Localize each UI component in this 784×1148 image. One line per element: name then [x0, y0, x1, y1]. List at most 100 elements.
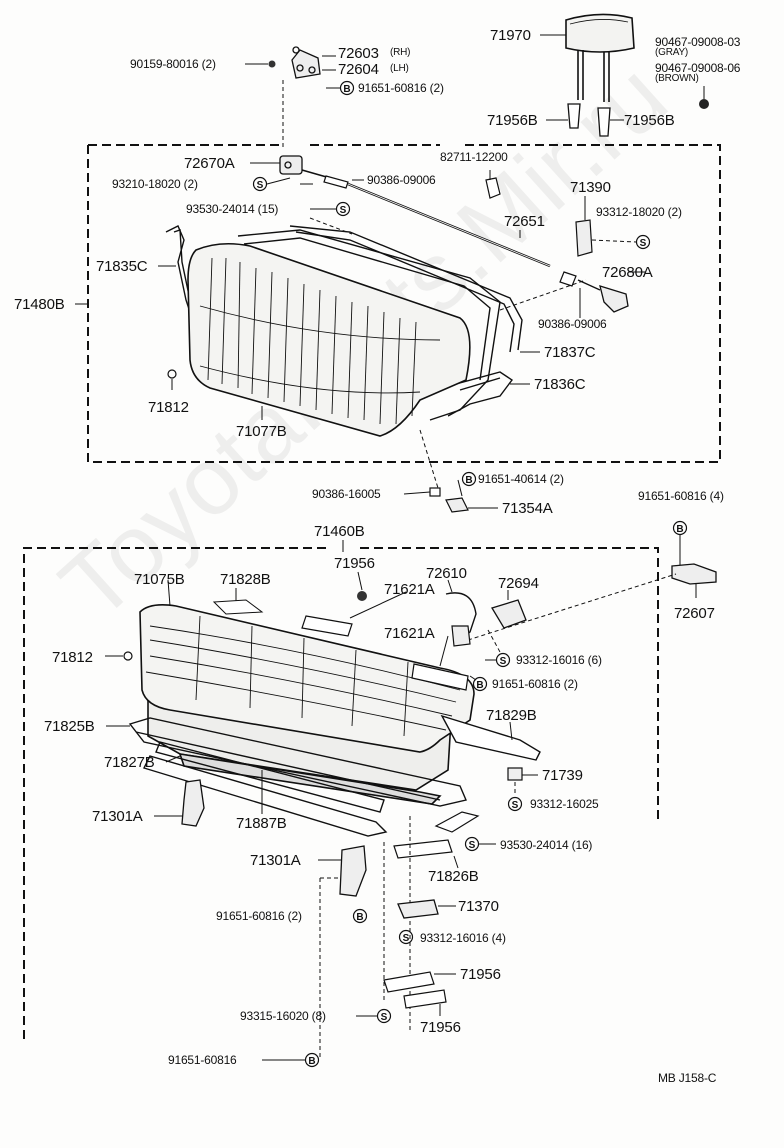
label-bolt-bottom: 91651-40614 (2) [478, 472, 564, 486]
stop-drawing [507, 767, 523, 781]
label-bracket-right: 71836C [534, 376, 586, 393]
label-hinge-rh: 72603 [338, 45, 379, 62]
screw-symbol [376, 1008, 392, 1024]
label-cover: 71077B [236, 423, 287, 440]
headrest-drawing [565, 13, 635, 102]
label-bolt-floor: 91651-60816 [168, 1053, 237, 1067]
label-link1: 71956 [460, 966, 501, 983]
label-frame-left: 71835C [96, 258, 148, 275]
screw-symbol [398, 929, 414, 945]
label-screw-trim: 93530-24014 (15) [186, 202, 279, 216]
label-screw-striker: 93312-18020 (2) [596, 205, 682, 219]
label-bolt-right: 91651-60816 (4) [638, 489, 724, 503]
bolt-symbol [461, 471, 477, 487]
pad-drawing [301, 615, 353, 637]
lock-right-drawing [599, 285, 629, 313]
label-bracket-bottom: 71354A [502, 500, 553, 517]
label-bush-gray: 90467-09008-03 [655, 35, 741, 49]
label-hinge-right: 72607 [674, 605, 715, 622]
label-screw-stop: 93312-16025 [530, 797, 599, 811]
label-headrest: 71970 [490, 27, 531, 44]
handle-drawing [445, 592, 477, 641]
bracket-mid-drawing [339, 845, 367, 897]
label-bush-brown-tag: (BROWN) [655, 73, 699, 84]
screw-symbol [335, 201, 351, 217]
bolt-symbol [339, 80, 355, 96]
support-drawing [357, 591, 367, 601]
link1-drawing [383, 971, 435, 993]
screw-symbol [507, 796, 523, 812]
label-clip-cable: 82711-12200 [440, 150, 508, 164]
upper-assembly-label: 71480B [14, 296, 65, 313]
label-lock-left: 72670A [184, 155, 235, 172]
hinge-right-drawing [671, 563, 717, 585]
screw-symbol [635, 234, 651, 250]
label-spring: 71887B [236, 815, 287, 832]
label-hook: 71370 [458, 898, 499, 915]
label-support-right: 71956B [624, 112, 675, 129]
label-cable: 72651 [504, 213, 545, 230]
label-grommet-cable: 90386-09006 [367, 173, 436, 187]
label-screw-link: 93315-16020 (8) [240, 1009, 326, 1023]
seatback-cover-drawing [187, 242, 471, 437]
label-screw-trim-lower: 93530-24014 (16) [500, 838, 593, 852]
seatback-frame-drawing [165, 225, 523, 421]
cushion-frame-drawing [128, 717, 467, 837]
bush-drawing [699, 99, 709, 109]
bracket-drawing [445, 497, 469, 513]
label-screw-lock-lower: 93312-16016 (6) [516, 653, 602, 667]
label-support-lower: 71956 [334, 555, 375, 572]
label-hinge-lh-tag: (LH) [390, 63, 409, 74]
label-bolt-hinge: 91651-60816 (2) [358, 81, 444, 95]
clip-drawing [167, 369, 177, 379]
label-grommet-right: 90386-09006 [538, 317, 607, 331]
label-cover-lower: 71075B [134, 571, 185, 588]
label-lock-right: 72680A [602, 264, 653, 281]
diagram-code: MB J158-C [658, 1071, 717, 1085]
label-lock-lower: 72694 [498, 575, 539, 592]
label-screw-hook: 93312-16016 (4) [420, 931, 506, 945]
hinge-cover-drawing [212, 599, 264, 615]
cable-clip-drawing [485, 177, 501, 199]
screw-symbol [495, 652, 511, 668]
label-bush-brown: 90467-09008-06 [655, 61, 741, 75]
label-bracket-left: 71301A [92, 808, 143, 825]
bolt-symbol [304, 1052, 320, 1068]
label-bolt-bracket: 91651-60816 (2) [216, 909, 302, 923]
label-hinge-cover: 71828B [220, 571, 271, 588]
link2-drawing [403, 989, 447, 1009]
label-hinge-lh: 72604 [338, 61, 379, 78]
label-support-left: 71956B [487, 112, 538, 129]
bolt-symbol [352, 908, 368, 924]
striker-drawing [575, 219, 593, 257]
label-screw-lock: 93210-18020 (2) [112, 177, 198, 191]
label-striker: 71390 [570, 179, 611, 196]
label-plate: 71826B [428, 868, 479, 885]
label-bolt-lock: 91651-60816 (2) [492, 677, 578, 691]
lock-drawing [279, 155, 303, 175]
label-grommet-bottom: 90386-16005 [312, 487, 381, 501]
screw-symbol [252, 176, 268, 192]
screw-symbol [464, 836, 480, 852]
hinge-drawing [291, 46, 321, 79]
lower-assembly-label: 71460B [314, 523, 365, 540]
hook-drawing [397, 899, 439, 919]
lower-frame [20, 547, 659, 1039]
bolt-symbol [672, 520, 688, 536]
label-pad2: 71621A [384, 625, 435, 642]
plate-drawing [393, 839, 453, 859]
label-handle: 72610 [426, 565, 467, 582]
label-clip-left: 90159-80016 (2) [130, 57, 216, 71]
grommet-drawing [429, 487, 441, 497]
label-frame-right: 71837C [544, 344, 596, 361]
lock-drawing [491, 599, 527, 629]
label-link2: 71956 [420, 1019, 461, 1036]
label-pad: 71621A [384, 581, 435, 598]
clip-drawing [268, 60, 276, 68]
bracket-left-drawing [181, 779, 205, 827]
upper-frame [87, 144, 721, 463]
frame-right-drawing [440, 714, 541, 761]
label-clip-pad: 71812 [148, 399, 189, 416]
